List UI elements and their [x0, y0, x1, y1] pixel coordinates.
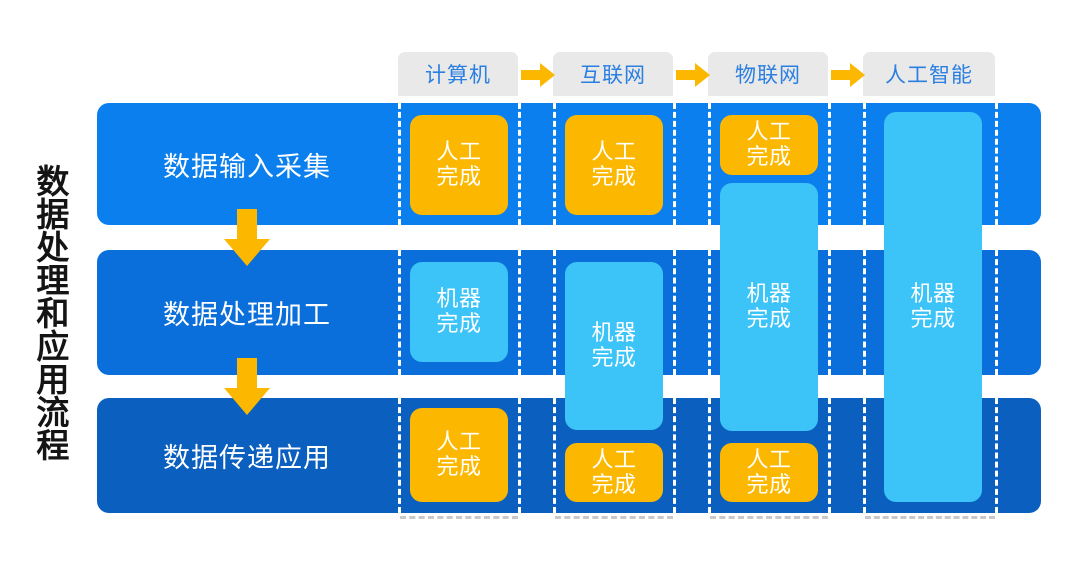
cell-computer-input[interactable]: 人工 完成: [410, 115, 508, 215]
column-divider: [863, 398, 866, 513]
cell-line-2: 完成: [436, 311, 482, 336]
column-divider: [863, 103, 866, 225]
column-divider: [673, 103, 676, 225]
cell-iot-process[interactable]: 机器 完成: [720, 183, 818, 431]
cell-line-2: 完成: [746, 144, 792, 169]
cell-iot-input[interactable]: 人工 完成: [720, 115, 818, 175]
cell-internet-input[interactable]: 人工 完成: [565, 115, 663, 215]
cell-line-1: 机器: [436, 286, 482, 312]
column-divider: [553, 398, 556, 513]
cell-line-2: 完成: [436, 164, 482, 189]
column-divider: [863, 250, 866, 375]
column-header-iot[interactable]: 物联网: [708, 52, 828, 96]
cell-line-2: 完成: [591, 471, 637, 497]
arrow-down-icon: [224, 209, 270, 266]
column-divider: [398, 398, 401, 513]
row-label-deliver: 数据传递应用: [163, 443, 331, 473]
cell-line-2: 完成: [591, 164, 637, 189]
arrow-right-icon: [676, 63, 710, 87]
cell-computer-process[interactable]: 机器 完成: [410, 262, 508, 362]
column-header-label: 物联网: [735, 64, 801, 87]
cell-line-1: 人工: [746, 119, 792, 145]
baseline-divider: [555, 516, 673, 519]
column-header-computer[interactable]: 计算机: [398, 52, 518, 96]
cell-internet-process[interactable]: 机器 完成: [565, 262, 663, 430]
column-divider: [708, 250, 711, 375]
row-label-process: 数据处理加工: [163, 300, 331, 330]
column-divider: [673, 398, 676, 513]
cell-line-2: 完成: [746, 471, 792, 497]
cell-line-1: 人工: [436, 139, 482, 165]
cell-computer-deliver[interactable]: 人工 完成: [410, 408, 508, 502]
cell-line-2: 完成: [910, 306, 956, 331]
column-header-ai[interactable]: 人工智能: [863, 52, 995, 96]
baseline-divider: [400, 516, 518, 519]
cell-internet-deliver[interactable]: 人工 完成: [565, 443, 663, 502]
cell-iot-deliver[interactable]: 人工 完成: [720, 443, 818, 502]
row-label-input: 数据输入采集: [163, 151, 331, 182]
cell-line-2: 完成: [591, 345, 637, 370]
column-header-internet[interactable]: 互联网: [553, 52, 673, 96]
cell-line-1: 人工: [591, 446, 637, 472]
column-divider: [518, 103, 521, 225]
cell-line-1: 机器: [910, 281, 956, 307]
column-divider: [398, 250, 401, 375]
column-divider: [518, 398, 521, 513]
arrow-down-icon: [224, 358, 270, 415]
column-divider: [708, 398, 711, 513]
column-header-label: 计算机: [425, 64, 491, 87]
column-divider: [995, 103, 998, 225]
cell-line-2: 完成: [746, 306, 792, 331]
cell-line-1: 人工: [436, 429, 482, 455]
cell-line-1: 机器: [746, 281, 792, 307]
column-divider: [518, 250, 521, 375]
cell-line-1: 人工: [591, 139, 637, 165]
cell-line-2: 完成: [436, 454, 482, 479]
column-header-label: 人工智能: [885, 64, 973, 87]
page-title: 数据处理和应用流程: [31, 163, 69, 461]
column-divider: [553, 103, 556, 225]
column-divider: [828, 250, 831, 375]
column-header-label: 互联网: [580, 64, 646, 87]
column-divider: [828, 103, 831, 225]
column-divider: [708, 103, 711, 225]
cell-line-1: 机器: [591, 320, 637, 346]
column-divider: [828, 398, 831, 513]
column-divider: [995, 398, 998, 513]
column-divider: [398, 103, 401, 225]
cell-line-1: 人工: [746, 446, 792, 472]
column-divider: [673, 250, 676, 375]
baseline-divider: [710, 516, 828, 519]
arrow-right-icon: [831, 63, 865, 87]
arrow-right-icon: [521, 63, 555, 87]
cell-ai-all[interactable]: 机器 完成: [884, 112, 982, 502]
baseline-divider: [865, 516, 995, 519]
column-divider: [995, 250, 998, 375]
column-divider: [553, 250, 556, 375]
